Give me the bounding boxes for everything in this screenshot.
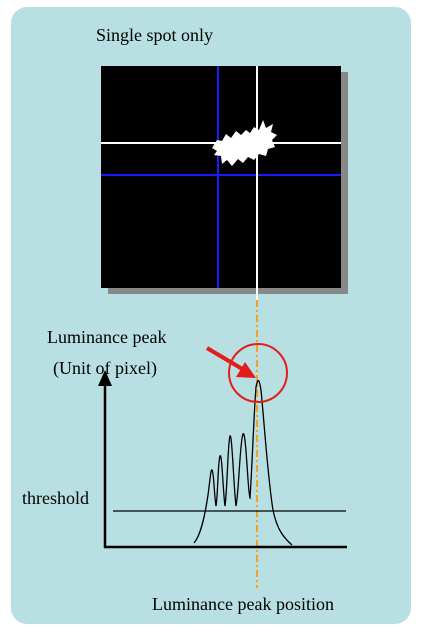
peak-highlight-circle (228, 343, 288, 403)
sensor-image (101, 66, 341, 288)
luminance-peak-label: Luminance peak (47, 327, 167, 347)
diagram-title: Single spot only (96, 25, 214, 45)
luminance-profile-curve (193, 379, 293, 546)
peak-arrow-head-icon (236, 362, 256, 378)
peak-position-label: Luminance peak position (152, 594, 334, 614)
light-spot (212, 120, 277, 166)
threshold-label: threshold (22, 488, 89, 508)
peak-arrow (205, 346, 246, 372)
luminance-peak-unit-label: (Unit of pixel) (53, 358, 157, 378)
y-axis-arrow-icon (98, 370, 112, 386)
